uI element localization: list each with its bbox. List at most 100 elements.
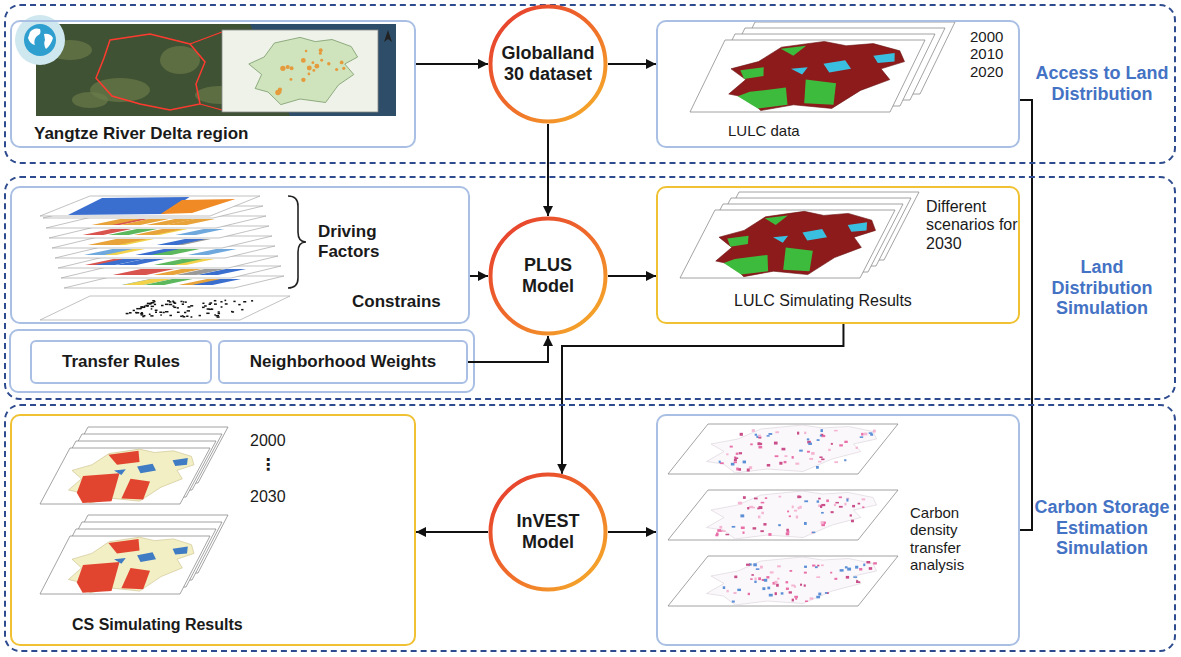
density-dot [853,576,857,578]
density-dot [790,570,793,572]
density-dot [736,453,739,455]
density-dot [821,521,824,524]
globe-icon [15,15,65,65]
density-dot [738,468,741,471]
constraint-dot [149,314,151,316]
map-layer [668,556,898,606]
map-layer [668,424,898,474]
constraint-dot [151,308,153,310]
density-dot [734,458,737,461]
density-dot [792,505,794,508]
content-box: Carbon density transfer analysis [656,414,1020,646]
city-spot [278,90,281,93]
box-label: 2000 [250,432,286,450]
density-dot [830,572,832,574]
density-dot [743,531,745,533]
map-patch [873,53,894,63]
density-dot [851,520,854,523]
density-dot [807,438,809,440]
constraint-dot [187,310,190,312]
density-layer [668,424,898,474]
map-patch [108,451,139,465]
map-patch [114,469,126,475]
constraint-dot [243,301,246,303]
density-dot [746,564,750,566]
city-spot [335,68,338,71]
density-dot [786,588,789,590]
constraint-dot [238,304,240,306]
density-dot [834,430,838,432]
density-dot [864,433,867,436]
density-dot [797,495,800,498]
box-label: CS Simulating Results [72,616,243,634]
density-dot [839,444,843,446]
circle-shape [491,219,606,334]
density-dot [737,589,741,591]
density-dot [804,432,806,434]
density-dot [787,511,789,513]
density-dot [755,578,757,581]
density-dot [812,532,815,534]
density-dot [740,433,743,436]
factor-patch [161,199,236,214]
density-dot [722,530,726,532]
density-dot [858,503,861,505]
constraint-dot [126,313,129,315]
stage-band: Access to Land DistributionYangtze River… [4,4,1176,164]
density-dot [795,598,797,600]
stage-band: Carbon Storage Estimation Simulation2000… [4,404,1176,652]
density-dot [799,450,803,452]
city-spot [308,73,311,76]
density-dot [834,504,836,506]
density-dot [757,442,760,445]
density-dot [844,459,846,461]
map-layer [40,536,210,594]
factor-patch [88,239,137,245]
density-dot [857,581,861,583]
constraint-dot [177,312,180,314]
density-dot [820,429,822,432]
flow-arrow [470,275,488,277]
constraint-dot [147,305,149,307]
density-dot [846,576,849,579]
density-dot [755,434,757,436]
density-dot [850,514,852,516]
constraint-dot [180,316,182,318]
box-label: Transfer Rules [36,352,206,372]
constraint-dot [169,315,171,317]
density-dot [719,461,721,463]
constraint-dot [199,315,201,317]
city-spot [301,58,306,63]
constraint-dot [214,300,217,302]
map-patch [773,236,788,243]
density-dot [811,452,815,455]
constraint-dot [182,315,184,317]
map-layer [690,40,925,112]
constraint-dot [233,301,235,303]
satellite-image [36,24,396,116]
density-dot [863,564,865,567]
constraint-dot [151,302,154,304]
density-dot [760,566,763,569]
circle-shape [491,7,606,122]
density-dot [758,435,761,437]
density-dot [753,563,757,566]
city-spot [342,67,345,70]
density-dot [821,434,824,436]
factor-patch [157,239,206,245]
density-dot [775,431,779,433]
city-spot [312,69,315,72]
constraint-dot [190,305,193,307]
density-dot [821,458,824,460]
constraint-dot [184,312,186,314]
map-patch [791,67,808,74]
density-dot [743,461,746,464]
density-dot [738,502,742,504]
constraint-dot [163,312,165,314]
density-dot [726,453,728,455]
density-dot [789,515,791,517]
density-dot [747,507,749,509]
density-dot [777,578,779,580]
density-dot [762,587,765,590]
